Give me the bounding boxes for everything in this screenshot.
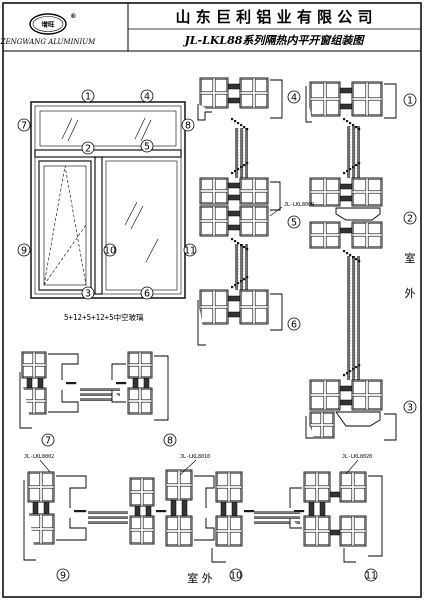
marker-7: 7 <box>17 118 31 132</box>
svg-text:6: 6 <box>291 320 297 331</box>
logo-oval <box>29 13 67 35</box>
horizontal-section-7-8 <box>19 351 169 429</box>
svg-text:7: 7 <box>21 121 27 132</box>
marker-9: 9 <box>17 243 31 257</box>
opening-direction-dash <box>43 165 87 286</box>
logo-english: ZENGWANG ALUMINIUM <box>0 38 96 46</box>
marker-10: 10 <box>103 243 117 257</box>
marker-1: 1 <box>81 89 95 103</box>
marker-5: 5 <box>140 139 154 153</box>
svg-text:10: 10 <box>230 571 242 582</box>
section-marker-2: 2 <box>403 211 417 225</box>
outside-label-exterior: 外 <box>405 287 416 300</box>
marker-8: 8 <box>181 118 195 132</box>
elevation-transom <box>34 149 182 158</box>
company-name: 山 东 巨 利 铝 业 有 限 公 司 <box>175 8 372 26</box>
marker-2: 2 <box>81 141 95 155</box>
section-marker-10: 10 <box>229 568 243 582</box>
svg-text:11: 11 <box>184 246 196 257</box>
vertical-section-b <box>305 81 397 441</box>
outside-label-bottom: 室 外 <box>187 571 213 585</box>
svg-text:5: 5 <box>144 142 150 153</box>
glass-spec: 5+12+5+12+5中空玻璃 <box>64 312 144 322</box>
svg-text:10: 10 <box>104 246 116 257</box>
section-marker-11: 11 <box>364 568 378 582</box>
part-code-3: JL-LKL8010 <box>180 454 210 460</box>
marker-4: 4 <box>140 89 154 103</box>
svg-text:4: 4 <box>144 92 150 103</box>
svg-text:2: 2 <box>407 214 413 225</box>
outside-label-room: 室 <box>405 251 416 265</box>
company-logo: 增旺 ® ZENGWANG ALUMINIUM <box>0 12 96 46</box>
part-code-1: JL-LKL8009 <box>284 202 314 208</box>
svg-text:5: 5 <box>291 218 297 229</box>
section-marker-4: 4 <box>287 90 301 104</box>
vertical-section-a <box>197 77 283 346</box>
horizontal-section-9-11 <box>23 469 383 563</box>
part-code-2: JL-LKL8002 <box>24 454 54 460</box>
vertical-section-labels: 4 5 6 1 2 3 室 外 <box>287 90 417 414</box>
marker-11: 11 <box>183 243 197 257</box>
elevation-outer-frame <box>30 101 186 299</box>
section-marker-9: 9 <box>56 568 70 582</box>
svg-text:8: 8 <box>167 436 173 447</box>
logo-chinese: 增旺 <box>42 20 56 29</box>
elevation-mullion <box>94 156 103 295</box>
svg-text:1: 1 <box>85 92 91 103</box>
svg-text:4: 4 <box>291 93 297 104</box>
window-elevation <box>30 101 186 299</box>
part-code-callouts: JL-LKL8009 JL-LKL8002 JL-LKL8010 JL-LKL8… <box>24 202 372 476</box>
section-marker-6: 6 <box>287 317 301 331</box>
section-marker-3: 3 <box>403 400 417 414</box>
section-marker-7: 7 <box>41 433 55 447</box>
svg-text:7: 7 <box>45 436 51 447</box>
svg-text:1: 1 <box>407 96 413 107</box>
marker-3: 3 <box>81 286 95 300</box>
section-details <box>19 77 397 563</box>
svg-text:6: 6 <box>144 289 150 300</box>
section-marker-1: 1 <box>403 93 417 107</box>
section-marker-5: 5 <box>287 215 301 229</box>
marker-6: 6 <box>140 286 154 300</box>
svg-text:9: 9 <box>60 571 66 582</box>
svg-text:9: 9 <box>21 246 27 257</box>
svg-text:3: 3 <box>85 289 91 300</box>
drawing-title: JL-LKL88系列隔热内平开窗组装图 <box>183 34 366 47</box>
svg-text:2: 2 <box>85 144 91 155</box>
elevation-opening-sash <box>38 160 92 291</box>
logo-registered-mark: ® <box>70 12 77 20</box>
elevation-section-markers: 1 4 7 8 2 5 9 10 11 3 6 <box>17 89 197 300</box>
horizontal-section-labels: 7 8 9 10 11 室 外 <box>41 433 378 585</box>
title-block <box>3 3 421 52</box>
svg-text:3: 3 <box>407 403 413 414</box>
svg-text:11: 11 <box>365 571 377 582</box>
svg-text:8: 8 <box>185 121 191 132</box>
part-code-4: JL-LKL8020 <box>342 454 372 460</box>
section-marker-8: 8 <box>163 433 177 447</box>
